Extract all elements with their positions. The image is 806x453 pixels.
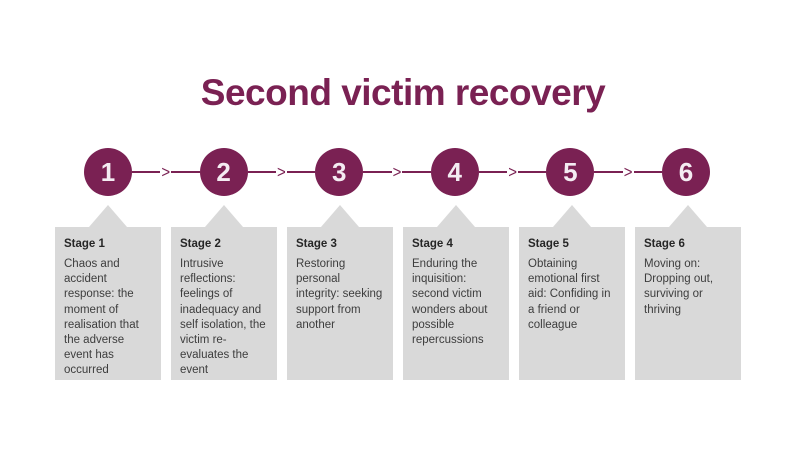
chevron-right-icon: > (508, 162, 517, 182)
stage-3-description: Restoring personal integrity: seeking su… (296, 258, 383, 331)
stage-1-circle: 1 (84, 148, 132, 196)
stage-6-box: Stage 6 Moving on: Dropping out, survivi… (635, 205, 741, 380)
pointer-up-icon (437, 205, 475, 227)
stage-6-number: 6 (678, 156, 694, 187)
connector-line (132, 171, 161, 173)
connector-1-2: > (132, 148, 200, 196)
chevron-right-icon: > (161, 162, 171, 182)
slide-title: Second victim recovery (200, 72, 606, 113)
stage-1-label: Stage 1 (64, 238, 105, 250)
stage-6-body: Stage 6 Moving on: Dropping out, survivi… (635, 227, 741, 380)
connector-3-4: > (363, 148, 431, 196)
stage-4-body: Stage 4 Enduring the inquisition: second… (403, 227, 509, 380)
stage-6-description: Moving on: Dropping out, surviving or th… (644, 258, 714, 316)
chevron-right-icon: > (392, 162, 402, 182)
stage-3-label: Stage 3 (296, 238, 337, 250)
stage-4-number: 4 (447, 156, 463, 187)
connector-2-3: > (247, 148, 316, 196)
pointer-up-icon (321, 205, 359, 227)
pointer-up-icon (553, 205, 591, 227)
stage-timeline: 1 > 2 > 3 > 4 > (84, 148, 710, 196)
connector-line (171, 171, 200, 173)
stage-4-circle: 4 (430, 148, 479, 196)
stage-2-body: Stage 2 Intrusive reflections: feelings … (171, 227, 277, 380)
stage-5-body: Stage 5 Obtaining emotional first aid: C… (519, 227, 625, 380)
stage-description-row: Stage 1 Chaos and accident response: the… (55, 205, 741, 380)
stage-2-circle: 2 (199, 148, 248, 196)
connector-4-5: > (478, 148, 547, 196)
chevron-right-icon: > (623, 162, 633, 182)
connector-line (363, 171, 392, 173)
stage-4-label: Stage 4 (412, 238, 453, 250)
stage-4-box: Stage 4 Enduring the inquisition: second… (403, 205, 509, 380)
stage-6-circle: 6 (661, 148, 710, 196)
connector-line (517, 171, 547, 173)
stage-3-box: Stage 3 Restoring personal integrity: se… (287, 205, 393, 380)
stage-1-box: Stage 1 Chaos and accident response: the… (55, 205, 161, 380)
pointer-up-icon (669, 205, 707, 227)
connector-line (478, 171, 508, 173)
chevron-right-icon: > (277, 162, 286, 182)
stage-1-body: Stage 1 Chaos and accident response: the… (55, 227, 161, 380)
stage-5-description: Obtaining emotional first aid: Confiding… (528, 258, 611, 331)
connector-line (247, 171, 277, 173)
connector-5-6: > (594, 148, 662, 196)
stage-5-circle: 5 (546, 148, 595, 196)
connector-line (633, 171, 662, 173)
stage-4-description: Enduring the inquisition: second victim … (412, 258, 488, 346)
stage-2-box: Stage 2 Intrusive reflections: feelings … (171, 205, 277, 380)
stage-1-number: 1 (100, 156, 116, 187)
pointer-up-icon (89, 205, 127, 227)
stage-3-circle: 3 (315, 148, 364, 196)
stage-5-box: Stage 5 Obtaining emotional first aid: C… (519, 205, 625, 380)
connector-line (286, 171, 316, 173)
stage-2-description: Intrusive reflections: feelings of inade… (180, 258, 266, 377)
stage-2-label: Stage 2 (180, 238, 221, 250)
stage-2-number: 2 (216, 156, 231, 187)
stage-3-body: Stage 3 Restoring personal integrity: se… (287, 227, 393, 380)
stage-5-number: 5 (563, 156, 578, 187)
connector-line (594, 171, 623, 173)
stage-6-label: Stage 6 (644, 238, 685, 250)
stage-5-label: Stage 5 (528, 238, 569, 250)
pointer-up-icon (205, 205, 243, 227)
connector-line (402, 171, 431, 173)
stage-1-description: Chaos and accident response: the moment … (64, 258, 139, 377)
stage-3-number: 3 (331, 156, 347, 187)
